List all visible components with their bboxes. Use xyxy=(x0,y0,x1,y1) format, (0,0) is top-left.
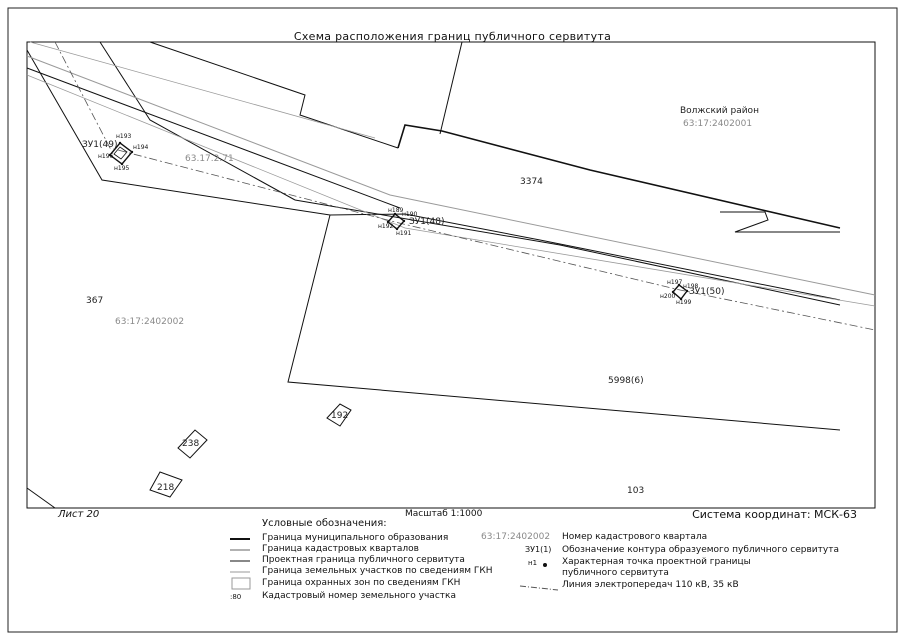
legend-parcel-sample: :80 xyxy=(230,593,242,601)
gray-north-line xyxy=(29,41,376,139)
point-label: н198 xyxy=(683,283,699,290)
easement-label-49[interactable]: ЗУ1(49) xyxy=(82,140,117,150)
legend-item-municipal: Граница муниципального образования xyxy=(262,533,449,543)
quarter-boundary-west xyxy=(26,67,401,209)
legend-point-sample: н1 xyxy=(528,559,538,567)
scale-label: Масштаб 1:1000 xyxy=(405,509,483,519)
parcel-5998-boundary xyxy=(287,214,841,431)
point-label: н192 xyxy=(378,223,394,230)
parcel-218-outline xyxy=(149,471,183,498)
legend-item-power-line: Линия электропередач 110 кВ, 35 кВ xyxy=(562,580,739,590)
legend-item-easement-contour: Обозначение контура образуемого публично… xyxy=(562,545,839,555)
power-line xyxy=(54,41,876,331)
sheet-number: Лист 20 xyxy=(58,509,100,520)
parcel-238-outline xyxy=(177,429,208,459)
point-label: н195 xyxy=(114,165,130,172)
sheet-frame xyxy=(7,7,898,633)
quarter-label-2402002: 63:17:2402002 xyxy=(115,317,184,327)
point-label: н191 xyxy=(396,230,412,237)
municipal-boundary xyxy=(397,124,841,229)
boundary-leader xyxy=(439,41,463,135)
legend-symbol-zone xyxy=(231,577,251,590)
legend-symbol-power-line xyxy=(519,585,559,591)
legend-item-cadastral-number: Кадастровый номер земельного участка xyxy=(262,591,456,601)
parcel-boundary-e xyxy=(720,211,840,233)
parcel-boundary-b xyxy=(26,49,331,216)
point-label: н190 xyxy=(402,211,418,218)
map-frame xyxy=(26,41,876,509)
block-label: 63.17.2.71 xyxy=(185,154,234,164)
quarter-boundary-north xyxy=(149,41,399,149)
parcel-label-238[interactable]: 238 xyxy=(182,439,199,449)
point-label: н200 xyxy=(660,293,676,300)
legend-easement-sample: ЗУ1(1) xyxy=(525,545,552,554)
easement-label-48[interactable]: ЗУ1(48) xyxy=(409,217,444,227)
parcel-boundary-a xyxy=(99,41,296,201)
legend-item-point-1: Характерная точка проектной границы xyxy=(562,557,751,567)
legend-item-easement: Проектная граница публичного сервитута xyxy=(262,555,465,565)
gray-quarter-line xyxy=(26,55,876,296)
parcel-label-367[interactable]: 367 xyxy=(86,296,103,306)
easement-contour-50[interactable] xyxy=(671,283,689,301)
point-label: н189 xyxy=(388,207,404,214)
parcel-boundary-f xyxy=(26,487,56,509)
point-label: н196 xyxy=(98,153,114,160)
easement-label-50[interactable]: ЗУ1(50) xyxy=(689,287,724,297)
coordinate-system: Система координат: МСК-63 xyxy=(692,508,857,521)
map-title: Схема расположения границ публичного сер… xyxy=(293,30,612,43)
parcel-192-outline xyxy=(326,403,352,427)
legend-quarter-sample: 63:17:2402002 xyxy=(481,532,551,542)
parcel-label-3374[interactable]: 3374 xyxy=(520,177,543,187)
quarter-label-2402001: 63:17:2402001 xyxy=(683,119,752,129)
parcel-label-218[interactable]: 218 xyxy=(157,483,174,493)
point-label: н194 xyxy=(133,144,149,151)
district-label: Волжский район xyxy=(680,106,759,116)
legend-item-parcel: Граница земельных участков по сведениям … xyxy=(262,566,493,576)
parcel-label-103[interactable]: 103 xyxy=(627,486,644,496)
parcel-label-192[interactable]: 192 xyxy=(331,411,348,421)
point-label: н193 xyxy=(116,133,132,140)
point-label: н197 xyxy=(667,279,683,286)
easement-contour-49[interactable] xyxy=(108,141,134,166)
legend-item-quarter-number: Номер кадастрового квартала xyxy=(562,532,708,542)
easement-contour-48[interactable] xyxy=(386,212,406,231)
legend-item-quarter: Граница кадастровых кварталов xyxy=(262,544,419,554)
legend-item-point-2: публичного сервитута xyxy=(562,568,669,578)
parcel-label-5998[interactable]: 5998(6) xyxy=(608,376,644,386)
point-label: н199 xyxy=(676,299,692,306)
legend-title: Условные обозначения: xyxy=(262,518,387,529)
parcel-boundary-d xyxy=(294,199,841,306)
gray-zone-line xyxy=(26,74,876,307)
legend-symbol-point xyxy=(543,563,547,567)
legend-item-zone: Граница охранных зон по сведениям ГКН xyxy=(262,578,461,588)
